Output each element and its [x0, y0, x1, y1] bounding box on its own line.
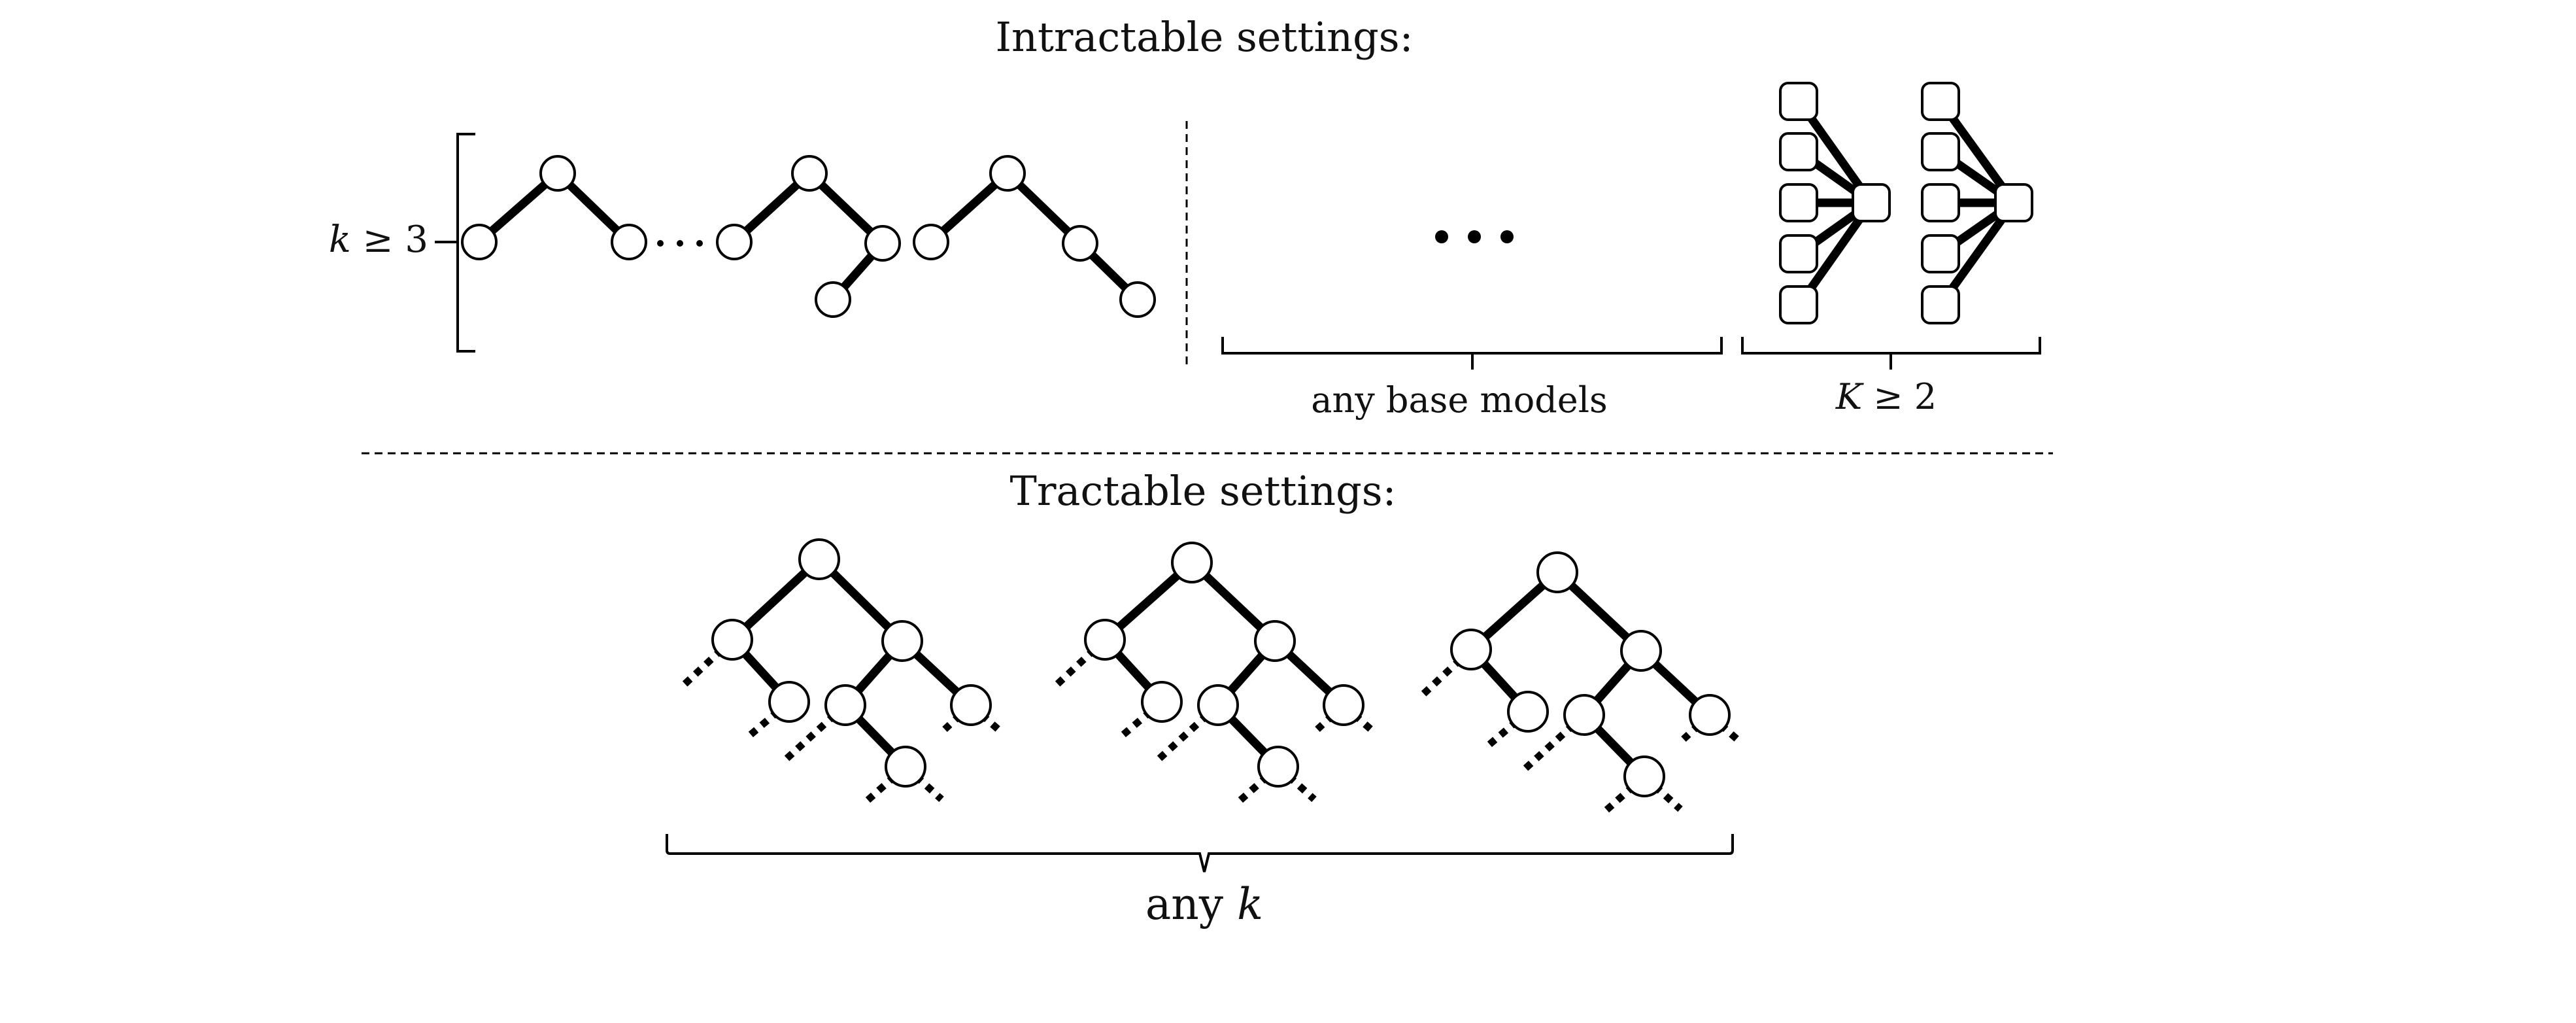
- tree-node: [885, 746, 926, 788]
- tree-node: [1450, 629, 1492, 670]
- tree-node: [1254, 620, 1296, 662]
- tree-node: [791, 155, 828, 192]
- tree-node: [815, 281, 851, 318]
- tree-node: [716, 224, 753, 260]
- tree-node: [461, 224, 498, 260]
- aggregator-box: [1852, 183, 1891, 222]
- base-model-box: [1779, 234, 1818, 273]
- tree-node: [1119, 281, 1156, 318]
- ensemble-1: [1779, 82, 1891, 324]
- tree-node: [989, 155, 1026, 192]
- tree-node: [1563, 694, 1605, 736]
- ellipsis-dots-small: [657, 240, 703, 247]
- tree-node: [950, 684, 992, 726]
- tree-node: [1084, 619, 1126, 661]
- tree-node: [1257, 746, 1299, 788]
- k-bracket: [435, 133, 475, 353]
- k-ge-3-label: k ≥ 3: [329, 218, 428, 261]
- tree-node: [1623, 755, 1665, 797]
- path-tree-3: [913, 155, 1156, 318]
- k-variable-2: k: [1237, 879, 1263, 929]
- any-k-label: any k: [1145, 879, 1263, 929]
- tree-node: [881, 620, 923, 662]
- tree-node: [768, 681, 810, 723]
- intractable-title: Intractable settings:: [996, 13, 1414, 61]
- tractable-tree-3: [1419, 551, 1742, 816]
- tractable-tree-2: [1053, 542, 1376, 806]
- tree-node: [1507, 691, 1549, 733]
- tree-node: [1062, 225, 1098, 262]
- aggregator-box: [1994, 183, 2033, 222]
- tree-node: [1323, 684, 1364, 726]
- K-relation: ≥ 2: [1873, 376, 1937, 417]
- tree-node: [824, 684, 866, 726]
- tree-node: [1689, 694, 1731, 736]
- tree-node: [1620, 630, 1662, 672]
- base-model-box: [1921, 132, 1960, 171]
- tree-node: [539, 155, 576, 192]
- tree-node: [864, 225, 901, 262]
- base-models-label: any base models: [1311, 379, 1607, 421]
- path-tree-1: [461, 155, 647, 260]
- tree-node: [913, 224, 949, 260]
- tree-node: [711, 619, 753, 661]
- tree-node: [1197, 684, 1239, 726]
- K-ge-2-label: K ≥ 2: [1835, 376, 1937, 417]
- K-variable: K: [1835, 376, 1864, 417]
- tree-node: [1536, 551, 1578, 593]
- tractable-title: Tractable settings:: [1010, 467, 1397, 515]
- ellipsis-dots-large: [1435, 230, 1514, 243]
- K-brace: [1741, 337, 2041, 370]
- tree-node: [1171, 542, 1213, 583]
- any-prefix: any: [1145, 879, 1224, 929]
- base-model-box: [1779, 183, 1818, 222]
- path-tree-2: [716, 155, 901, 318]
- tree-node: [798, 538, 840, 580]
- ensemble-2: [1921, 82, 2033, 324]
- base-model-box: [1779, 285, 1818, 324]
- tree-node: [611, 224, 647, 260]
- base-model-box: [1921, 285, 1960, 324]
- any-k-brace: [666, 834, 1734, 873]
- base-model-box: [1779, 82, 1818, 121]
- tractable-tree-1: [681, 538, 1003, 806]
- base-model-box: [1921, 234, 1960, 273]
- base-model-box: [1921, 183, 1960, 222]
- base-model-box: [1921, 82, 1960, 121]
- k-relation: ≥ 3: [363, 218, 428, 261]
- base-model-box: [1779, 132, 1818, 171]
- k-variable: k: [329, 218, 351, 261]
- base-models-brace: [1221, 337, 1723, 370]
- tree-node: [1141, 681, 1183, 723]
